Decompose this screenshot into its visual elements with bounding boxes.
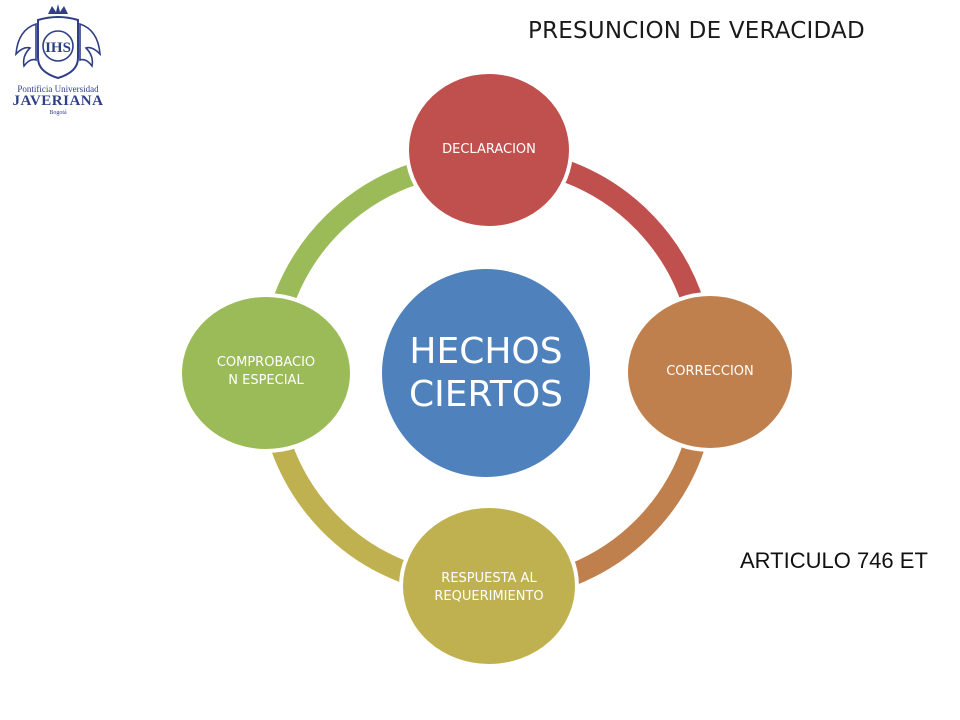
node-label-declaracion-line-1: DECLARACION	[442, 142, 536, 158]
sun-icon	[42, 30, 74, 62]
emblem-letters: IHS	[45, 40, 71, 56]
left-wing-icon	[15, 22, 37, 68]
arc-correccion-respuesta	[569, 442, 705, 585]
arc-declaracion-correccion	[563, 161, 705, 310]
arc-respuesta-comprobacion	[271, 444, 409, 583]
article-reference: ARTICULO 746 ET	[740, 548, 928, 573]
node-label-comprobacion-line-2: N ESPECIAL	[228, 373, 304, 388]
node-label-respuesta-line-2: REQUERIMIENTO	[434, 589, 544, 604]
node-label-comprobacion-line-1: COMPROBACIO	[216, 355, 316, 371]
logo-line-2: JAVERIANA	[12, 93, 104, 109]
center-label-line-2: CIERTOS	[408, 374, 564, 415]
node-label-correccion: CORRECCION	[630, 354, 790, 390]
crown-icon	[48, 4, 68, 14]
emblem-shield-icon	[37, 16, 79, 80]
logo-line-1: Pontificia Universidad	[17, 84, 99, 94]
arc-comprobacion-declaracion	[273, 163, 418, 304]
node-comprobacion	[178, 293, 354, 453]
center-label-line-1: HECHOS	[409, 330, 563, 372]
logo-line-3: Bogotá	[49, 110, 67, 116]
node-correccion	[624, 292, 796, 452]
node-respuesta	[399, 504, 579, 668]
node-label-correccion-line-1: CORRECCION	[666, 364, 754, 380]
slide-title: PRESUNCION DE VERACIDAD	[528, 18, 865, 44]
university-logo: IHS	[15, 4, 101, 80]
node-label-respuesta: RESPUESTA AL REQUERIMIENTO	[409, 566, 569, 610]
node-label-declaracion: DECLARACION	[409, 132, 569, 168]
center-label: HECHOS CIERTOS	[386, 293, 586, 453]
node-declaracion	[405, 70, 573, 230]
right-wing-icon	[79, 22, 101, 68]
node-label-comprobacion: COMPROBACIO N ESPECIAL	[186, 350, 346, 394]
center-circle	[382, 269, 590, 477]
node-label-respuesta-line-1: RESPUESTA AL	[441, 571, 537, 587]
